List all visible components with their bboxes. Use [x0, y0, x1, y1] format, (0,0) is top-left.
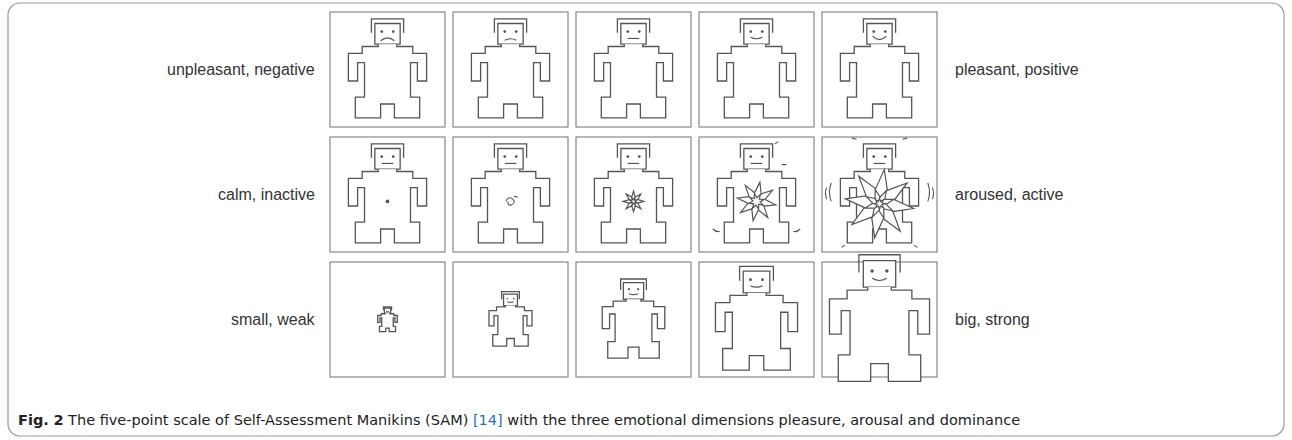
caption-word: Manikins — [357, 412, 421, 428]
caption-word: dominance — [940, 412, 1020, 428]
caption-word: dimensions — [691, 412, 774, 428]
caption-word: the — [543, 412, 567, 428]
caption-word: five-point — [100, 412, 169, 428]
arousal-row — [330, 137, 937, 252]
caption-word: Self-Assessment — [234, 412, 352, 428]
manikin — [829, 255, 929, 382]
scale-left-label: small, weak — [231, 310, 315, 330]
manikin — [825, 138, 933, 247]
manikin — [348, 19, 426, 118]
figure-caption: Fig. 2 The five-point scale of Self-Asse… — [18, 410, 1274, 430]
caption-word: The — [68, 412, 95, 428]
caption-word: and — [908, 412, 935, 428]
manikin — [602, 279, 665, 358]
manikin — [489, 292, 532, 346]
manikin — [471, 19, 549, 118]
manikin — [715, 266, 797, 370]
caption-word: (SAM) — [425, 412, 468, 428]
scale-left-label: calm, inactive — [218, 185, 315, 205]
manikin — [348, 144, 426, 243]
caption-word: scale — [173, 412, 210, 428]
caption-word: with — [507, 412, 538, 428]
manikin — [717, 19, 795, 118]
manikin — [471, 144, 549, 243]
figure-frame — [8, 3, 1284, 436]
caption-word: 2 — [53, 412, 63, 428]
pleasure-row — [330, 12, 937, 127]
scale-right-label: aroused, active — [955, 185, 1064, 205]
caption-word: pleasure, — [779, 412, 846, 428]
caption-word: three — [571, 412, 609, 428]
manikin — [594, 144, 672, 243]
scale-right-label: big, strong — [955, 310, 1030, 330]
caption-word: of — [215, 412, 229, 428]
scale-left-label: unpleasant, negative — [167, 60, 315, 80]
caption-word: arousal — [850, 412, 903, 428]
manikin — [594, 19, 672, 118]
caption-word: emotional — [614, 412, 687, 428]
caption-word: Fig. — [18, 412, 49, 428]
scale-right-label: pleasant, positive — [955, 60, 1079, 80]
manikin — [713, 142, 800, 243]
caption-word: [14] — [473, 412, 503, 428]
manikin — [378, 307, 398, 332]
manikin — [840, 19, 918, 118]
